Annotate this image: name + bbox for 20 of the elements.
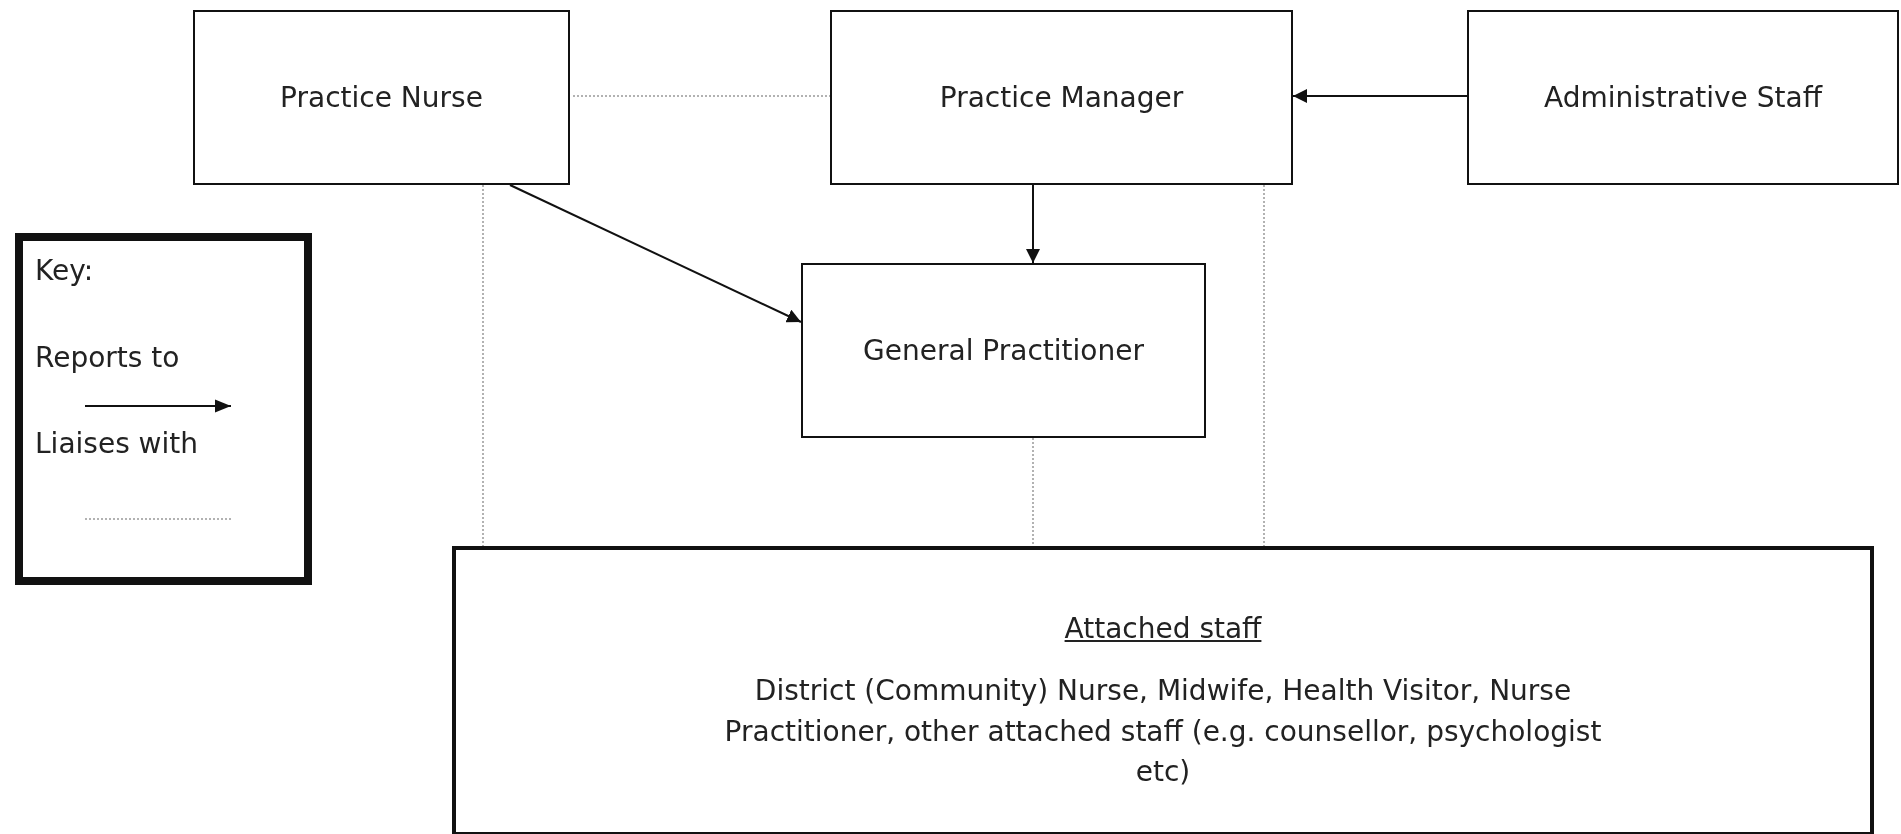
group-description: District (Community) Nurse, Midwife, Health Visitor, Nurse Practitioner, other attached staff (e.g. counsellor, psychologist etc) — [723, 673, 1603, 791]
role-box — [830, 10, 1293, 185]
arrow — [1292, 89, 1468, 103]
role-label: Practice Manager — [939, 81, 1184, 114]
legend-label: Liaises with — [35, 427, 199, 460]
role-box — [193, 10, 570, 185]
dotted-line — [1032, 437, 1034, 547]
role-label: General Practitioner — [863, 334, 1144, 367]
role-box — [1467, 10, 1899, 185]
dotted-line — [1263, 184, 1265, 547]
role-box — [801, 263, 1206, 438]
legend-label: Reports to — [35, 341, 180, 374]
dotted-line — [482, 184, 484, 547]
role-label: Administrative Staff — [1544, 81, 1822, 114]
role-label: Practice Nurse — [280, 81, 483, 114]
group-box — [452, 546, 1874, 834]
legend-title: Key: — [35, 254, 94, 287]
group-heading: Attached staff — [1064, 612, 1262, 645]
arrow — [1026, 184, 1040, 264]
arrow — [509, 184, 802, 323]
